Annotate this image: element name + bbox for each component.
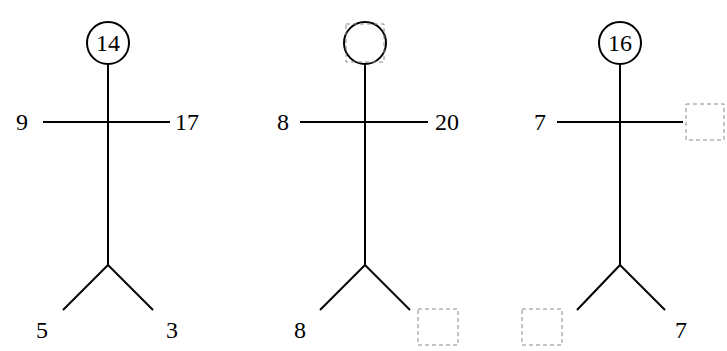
limb-number: 8 (294, 318, 306, 342)
limb-number: 8 (277, 110, 289, 134)
limb-number: 5 (36, 318, 48, 342)
head-circle: 14 (86, 21, 130, 65)
limb-number: 7 (534, 110, 546, 134)
limb-number: 7 (675, 318, 687, 342)
head-number: 14 (96, 31, 120, 55)
head-circle: 16 (598, 21, 642, 65)
head-number: 16 (608, 31, 632, 55)
limb-number: 20 (435, 110, 459, 134)
limb-number: 17 (175, 110, 199, 134)
limb-number: 3 (166, 318, 178, 342)
limb-number: 9 (16, 110, 28, 134)
